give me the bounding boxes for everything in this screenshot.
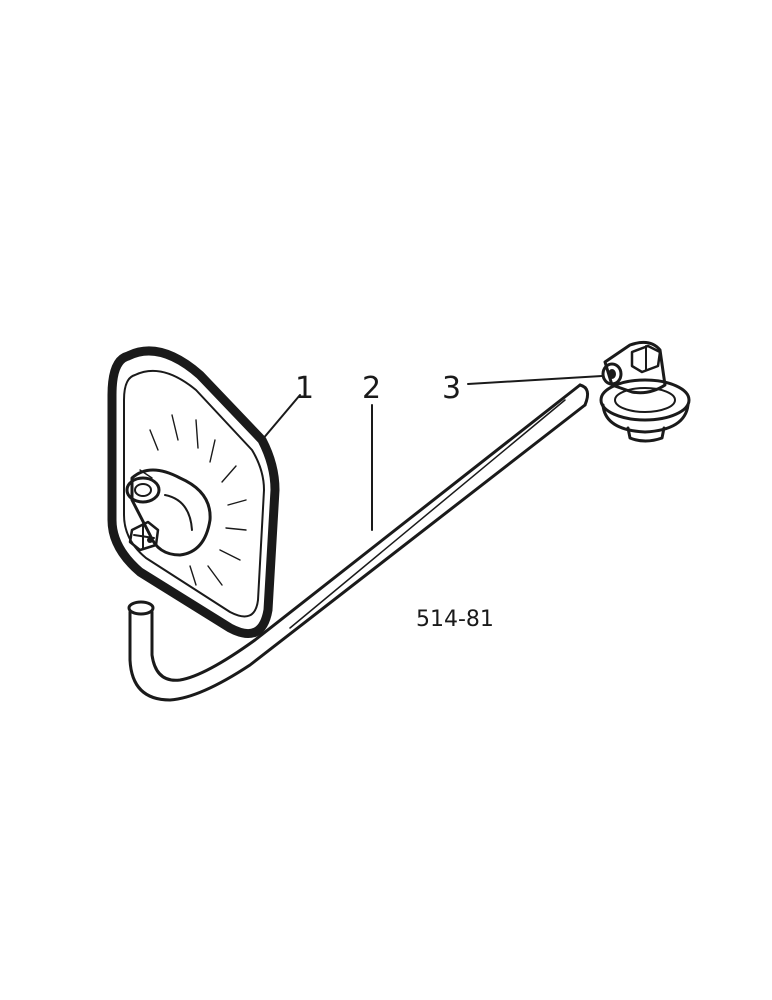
mirror-glass-reflection: [139, 414, 247, 586]
mounting-clamp: [599, 340, 691, 443]
callout-3: 3: [442, 371, 461, 406]
leader-lines: [261, 375, 603, 531]
figure-number: 514-81: [416, 607, 494, 632]
callout-2: 2: [362, 371, 381, 406]
leader-1: [261, 394, 301, 441]
mirror-swivel-mount: [125, 468, 212, 557]
mirror-head: [107, 346, 280, 638]
mirror-arm: [127, 383, 590, 702]
leader-3: [467, 375, 603, 385]
callout-1: 1: [295, 371, 314, 406]
